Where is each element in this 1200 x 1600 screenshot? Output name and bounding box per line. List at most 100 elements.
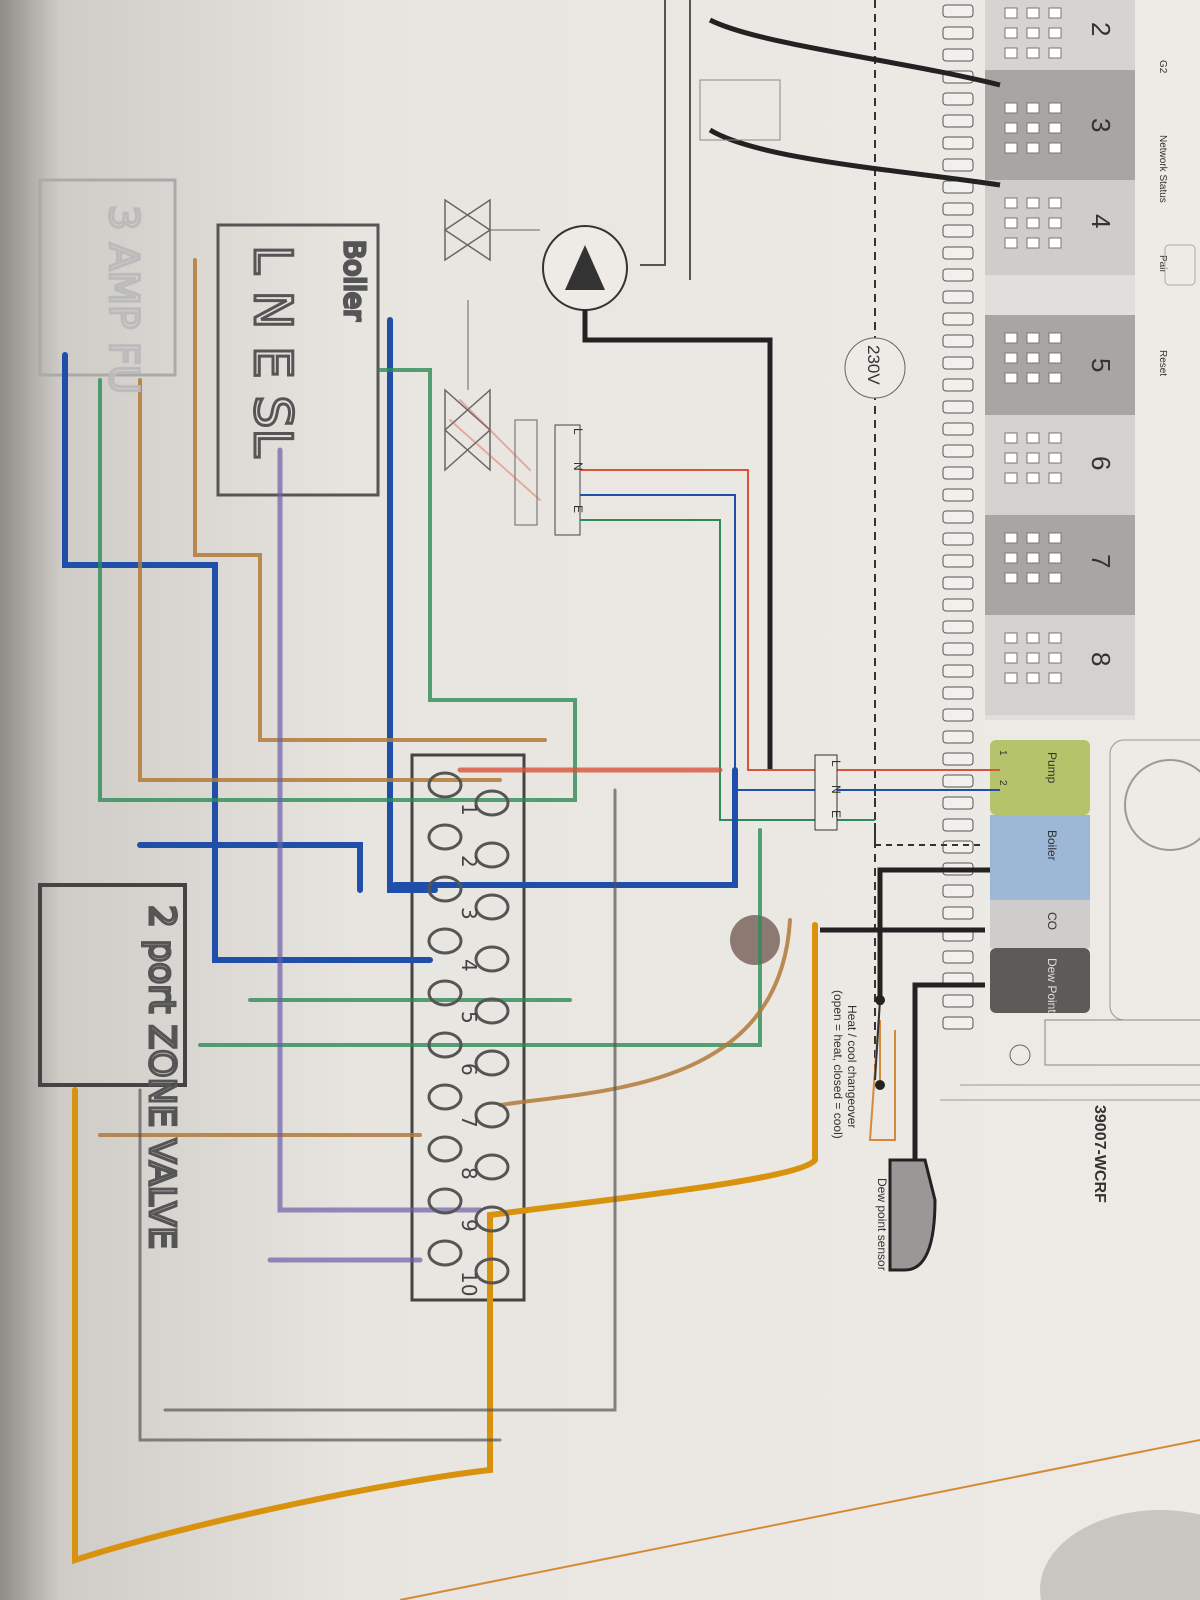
zone-terminal — [1004, 217, 1018, 229]
terminal-hole — [427, 1187, 463, 1215]
zone-terminal — [1048, 142, 1062, 154]
zone-terminal — [1048, 237, 1062, 249]
changeover-note: (open = heat, closed = cool) — [831, 990, 845, 1139]
dial — [1124, 759, 1200, 851]
rail-terminal — [942, 510, 974, 524]
zone-number: 5 — [1086, 358, 1116, 372]
terminal-number: 10 — [457, 1271, 481, 1296]
zone-terminal — [1048, 452, 1062, 464]
zone-terminal — [1026, 47, 1040, 59]
zone-terminal — [1004, 472, 1018, 484]
zone-terminal — [1026, 672, 1040, 684]
rail-terminal — [942, 730, 974, 744]
pump-terminal-2: 2 — [997, 780, 1008, 786]
zone-terminal — [1026, 352, 1040, 364]
boiler-label: Boiler — [1045, 830, 1059, 861]
rail-terminal — [942, 334, 974, 348]
zone-terminal — [1026, 122, 1040, 134]
rail-terminal — [942, 620, 974, 634]
zone-terminal — [1048, 7, 1062, 19]
zone-terminal — [1048, 217, 1062, 229]
zone-terminal — [1026, 572, 1040, 584]
rail-terminal — [942, 884, 974, 898]
terminal-number: 3 — [457, 907, 481, 920]
rail-terminal — [942, 422, 974, 436]
terminal-hole — [427, 1083, 463, 1111]
terminal-number: 9 — [457, 1219, 481, 1232]
zone-terminal — [1026, 7, 1040, 19]
zone-terminal — [1004, 7, 1018, 19]
zone-terminal — [1048, 102, 1062, 114]
terminal-hole — [474, 789, 510, 817]
rail-terminal — [942, 906, 974, 920]
terminal-hole — [427, 823, 463, 851]
rail-terminal — [942, 246, 974, 260]
zone-valve-box — [38, 883, 187, 1087]
lne-valve-e: E — [571, 505, 585, 513]
rail-terminal — [942, 48, 974, 62]
dew-point-sensor-symbol — [888, 1158, 937, 1272]
cover-clip — [1044, 1019, 1200, 1066]
zone-terminal — [1026, 27, 1040, 39]
rail-terminal — [942, 378, 974, 392]
boiler-handwritten-label: Boiler — [338, 240, 371, 321]
printed-wiring: 230V L N E L N E Heat / cool changeover … — [443, 0, 1001, 1272]
zone-terminal — [1048, 432, 1062, 444]
zone-terminal — [1026, 452, 1040, 464]
smudge — [730, 915, 780, 965]
zone-terminal — [1048, 532, 1062, 544]
lne-valve-n: N — [571, 462, 585, 471]
rail-terminal — [942, 708, 974, 722]
terminal-number: 8 — [457, 1167, 481, 1180]
pair-label: Pair — [1157, 255, 1168, 273]
rail-terminal — [942, 994, 974, 1008]
rail-terminal — [942, 488, 974, 502]
lne-main-n: N — [829, 785, 843, 794]
rail-terminal — [942, 752, 974, 766]
pump-block — [990, 740, 1090, 815]
zone-terminal — [1004, 672, 1018, 684]
zone-terminal — [1048, 332, 1062, 344]
pair-button — [1164, 244, 1196, 286]
lne-valve-l: L — [571, 428, 585, 435]
zone-number: 2 — [1086, 22, 1116, 36]
zone-terminal — [1004, 432, 1018, 444]
zone-terminal — [1026, 472, 1040, 484]
zone-terminal — [1004, 532, 1018, 544]
rail-terminal — [942, 114, 974, 128]
fuse-box — [38, 178, 177, 377]
230v-label: 230V — [864, 345, 883, 385]
dew-point-block — [990, 948, 1090, 1013]
boiler-terminals-label: L N E SL — [242, 245, 302, 457]
terminal-number: 6 — [457, 1063, 481, 1076]
zone-terminal — [1048, 372, 1062, 384]
co-block — [990, 900, 1090, 948]
rail-terminal — [942, 950, 974, 964]
zone-valve-label: 2 port ZONE VALVE — [141, 905, 182, 1249]
boiler-box — [216, 223, 380, 497]
dew-point-label: Dew Point — [1045, 958, 1059, 1013]
terminal-hole — [474, 1049, 510, 1077]
terminal-hole — [427, 979, 463, 1007]
rail-terminal — [942, 4, 974, 18]
boiler-block — [990, 815, 1090, 900]
zone-terminal — [1026, 432, 1040, 444]
terminal-hole — [474, 1257, 510, 1285]
zone-terminal — [1026, 332, 1040, 344]
zone-terminal — [1004, 372, 1018, 384]
rail-terminal — [942, 158, 974, 172]
rail-terminal — [942, 686, 974, 700]
changeover-label: Heat / cool changeover — [845, 1005, 859, 1128]
terminal-number: 5 — [457, 1011, 481, 1024]
zone-terminal — [1004, 237, 1018, 249]
lne-main-e: E — [829, 810, 843, 818]
zone-terminal — [1026, 197, 1040, 209]
fuse-label: 3 AMP FU — [100, 205, 146, 394]
rail-terminal — [942, 268, 974, 282]
rail-terminal — [942, 26, 974, 40]
terminal-rail — [942, 4, 974, 1030]
terminal-number: 4 — [457, 959, 481, 972]
zone-terminal — [1004, 632, 1018, 644]
terminal-hole — [474, 1153, 510, 1181]
terminal-hole — [427, 1239, 463, 1267]
